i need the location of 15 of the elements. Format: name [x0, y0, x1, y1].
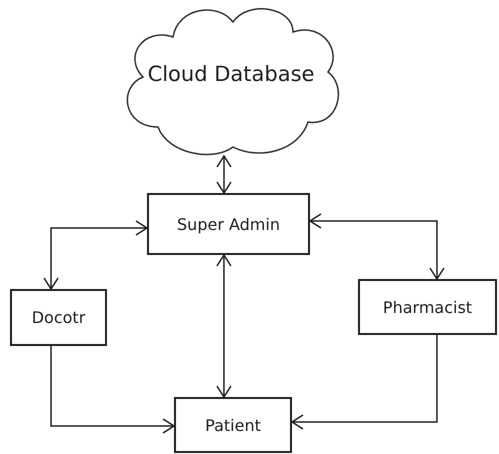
arrow	[43, 220, 148, 290]
arrow	[309, 213, 445, 280]
process-box	[10, 289, 107, 346]
node-label: Patient	[205, 416, 261, 434]
process-box	[358, 279, 497, 335]
arrow	[50, 346, 175, 434]
node-label: Cloud Database	[148, 62, 314, 86]
arrow	[291, 335, 438, 430]
node-label: Docotr	[32, 308, 86, 327]
node-label: Pharmacist	[382, 298, 472, 316]
arrow	[216, 254, 232, 398]
process-box	[174, 397, 292, 453]
node-label: Super Admin	[177, 214, 280, 234]
process-box	[147, 193, 310, 255]
arrow	[216, 155, 232, 194]
